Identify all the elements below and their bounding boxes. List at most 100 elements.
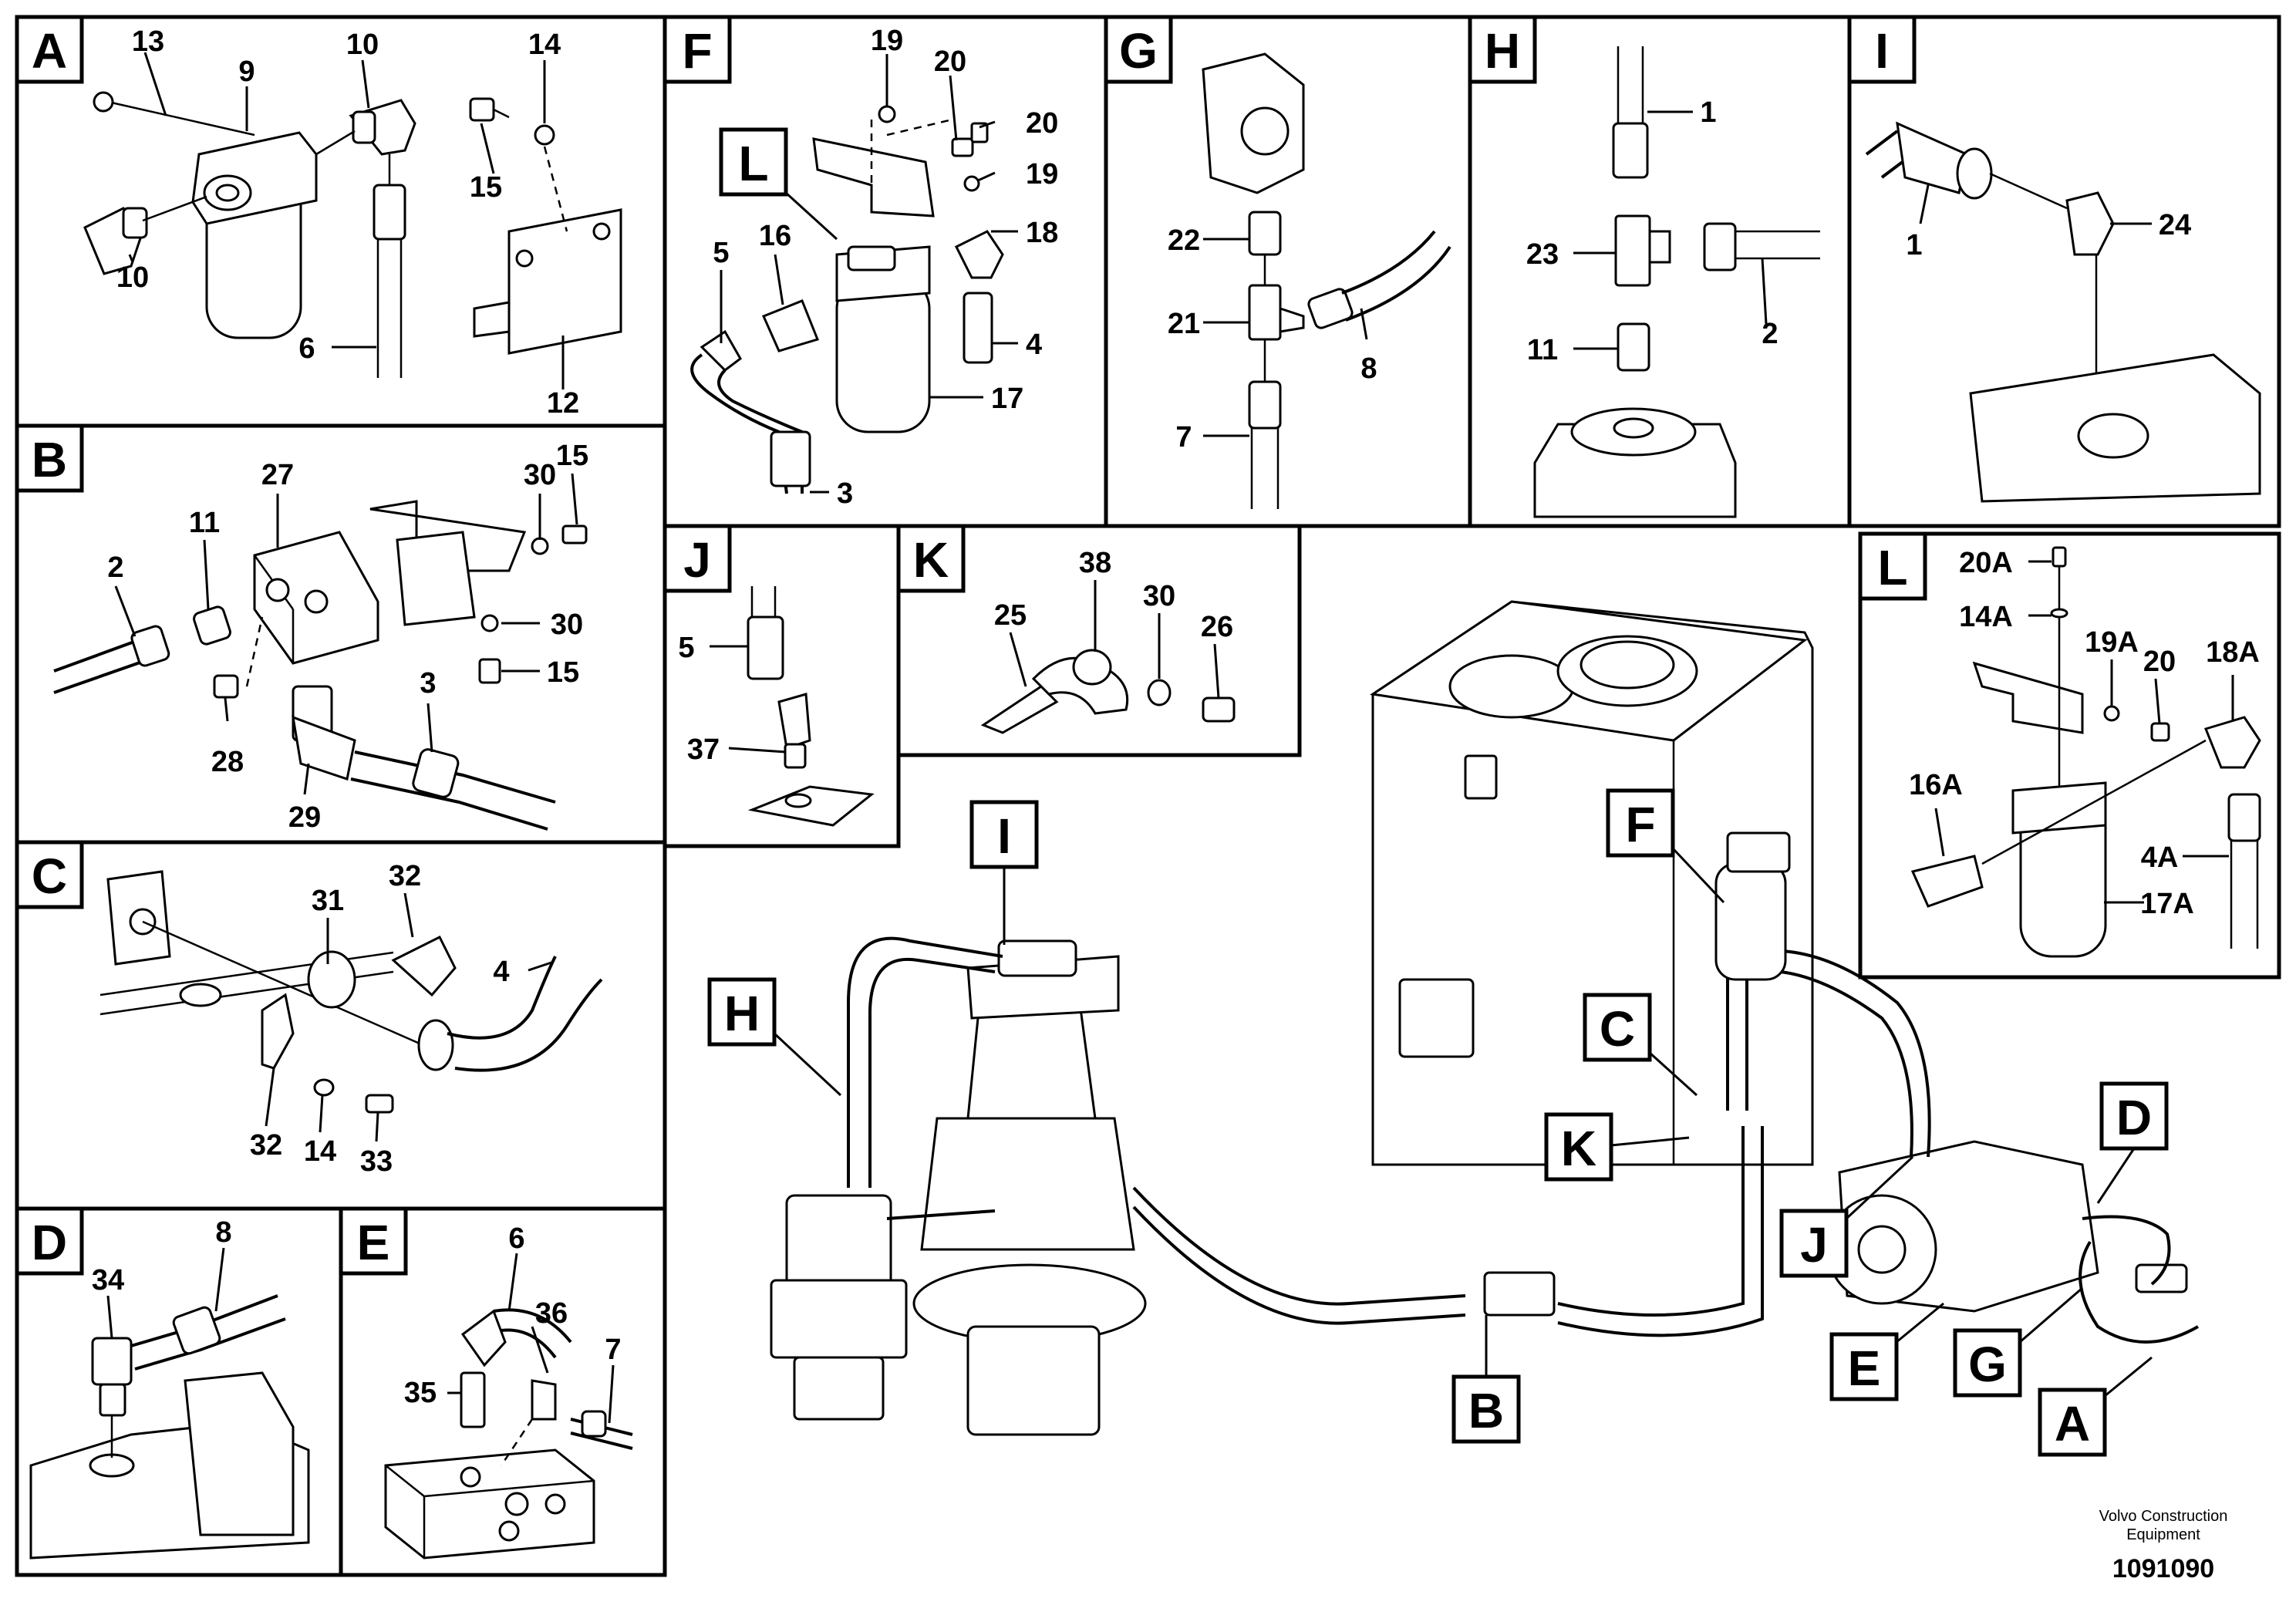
part-label: 16	[759, 220, 791, 252]
part-label: 27	[261, 459, 294, 491]
part-label: 4	[493, 956, 509, 988]
part-label: 29	[288, 801, 321, 834]
callout-e: E	[1848, 1340, 1881, 1396]
part-label: 23	[1526, 238, 1559, 271]
part-label: 33	[360, 1145, 393, 1178]
part-label: 34	[92, 1264, 124, 1297]
part-label: 21	[1168, 308, 1200, 340]
part-label: 5	[713, 237, 729, 269]
panel-d: D 8 34	[15, 1206, 343, 1577]
panel-a: A	[15, 15, 667, 428]
panel-h: H 1 23 2 11	[1468, 15, 1852, 528]
panel-k: K 38 30 25 26	[896, 524, 1302, 757]
part-label: 15	[470, 171, 502, 204]
part-label: 5	[678, 632, 694, 664]
callout-a: A	[2055, 1396, 2090, 1452]
part-label: 17	[991, 383, 1023, 415]
panel-l-letter: L	[1877, 540, 1907, 595]
panel-h-letter: H	[1485, 23, 1520, 79]
part-label: 1	[1700, 96, 1716, 129]
panel-j-letter: J	[683, 532, 711, 588]
part-label: 31	[312, 885, 344, 917]
callout-b: B	[1468, 1383, 1504, 1438]
part-label: 11	[1527, 334, 1558, 366]
panel-i-letter: I	[1875, 23, 1889, 79]
part-label: 7	[1175, 421, 1192, 454]
part-label: 3	[420, 667, 436, 700]
part-label: 38	[1079, 547, 1111, 579]
part-label: 10	[346, 29, 379, 61]
part-label: 37	[687, 733, 720, 766]
part-label: 4	[1026, 329, 1042, 361]
part-label: 13	[132, 25, 164, 58]
part-label: 28	[211, 746, 244, 778]
callout-i: I	[997, 808, 1011, 864]
part-label: 20	[934, 46, 966, 78]
panel-e: E 6 36 35 7	[339, 1206, 667, 1577]
callout-j: J	[1800, 1217, 1828, 1273]
panel-a-letter: A	[32, 23, 67, 79]
figure-footer: Volvo Construction Equipment 1091090	[2099, 1508, 2228, 1583]
part-label: 11	[189, 507, 220, 539]
part-label: 26	[1201, 611, 1233, 643]
part-label: 22	[1168, 224, 1200, 257]
part-label: 6	[508, 1222, 524, 1255]
panel-e-letter: E	[357, 1215, 390, 1270]
panel-j: J 5 37	[663, 524, 901, 848]
part-label: 4A	[2141, 841, 2179, 874]
part-label: 10	[116, 261, 149, 294]
panel-d-letter: D	[32, 1215, 67, 1270]
panel-i: I 1 24	[1847, 15, 2281, 528]
figure-number: 1091090	[2112, 1554, 2214, 1583]
callout-f: F	[1625, 797, 1655, 852]
part-label: 36	[535, 1297, 568, 1330]
part-label: 19	[871, 25, 903, 57]
callout-c: C	[1600, 1001, 1635, 1057]
part-label: 14	[528, 29, 561, 61]
part-label: 25	[994, 599, 1027, 632]
callout-h: H	[724, 986, 760, 1041]
panel-l: L 20A 14A 19A 20 18A 16A 4A 17A	[1858, 531, 2281, 980]
callout-g: G	[1968, 1337, 2007, 1392]
panel-g-letter: G	[1119, 23, 1158, 79]
part-label: 32	[389, 860, 421, 892]
part-label: 24	[2159, 209, 2191, 241]
callout-l: L	[738, 136, 768, 191]
part-label: 2	[1762, 318, 1778, 350]
part-label: 2	[107, 551, 123, 584]
panel-g: G 22 21 8 7	[1104, 15, 1472, 528]
part-label: 12	[547, 387, 579, 420]
part-label: 3	[837, 477, 853, 510]
part-label: 20A	[1959, 547, 2013, 579]
panel-b-letter: B	[32, 432, 67, 487]
part-label: 16A	[1909, 769, 1963, 801]
part-label: 20	[2143, 646, 2176, 678]
brand-line-1: Volvo Construction	[2099, 1508, 2228, 1525]
part-label: 18A	[2206, 636, 2260, 669]
part-label: 9	[238, 56, 255, 88]
panel-f: F L 19 20 20	[663, 15, 1108, 528]
part-label: 32	[250, 1129, 282, 1162]
part-label: 15	[556, 440, 588, 472]
part-label: 1	[1906, 229, 1922, 261]
part-label: 14	[304, 1135, 336, 1168]
part-label: 30	[524, 459, 556, 491]
part-label: 30	[1143, 580, 1175, 612]
panel-b: B	[15, 423, 667, 845]
part-label: 35	[404, 1377, 437, 1409]
panel-f-letter: F	[682, 23, 712, 79]
part-label: 8	[1360, 352, 1377, 385]
callout-k: K	[1561, 1121, 1596, 1176]
panel-c-letter: C	[32, 848, 67, 904]
panel-c: C 31 32 4 32 14 33	[15, 840, 667, 1211]
part-label: 14A	[1959, 601, 2013, 633]
brand-line-2: Equipment	[2126, 1526, 2200, 1543]
callout-d: D	[2116, 1090, 2152, 1145]
part-label: 17A	[2140, 888, 2194, 920]
part-label: 19A	[2085, 626, 2139, 659]
part-label: 19	[1026, 158, 1058, 191]
part-label: 30	[551, 609, 583, 641]
part-label: 18	[1026, 217, 1058, 249]
panel-k-letter: K	[913, 532, 949, 588]
